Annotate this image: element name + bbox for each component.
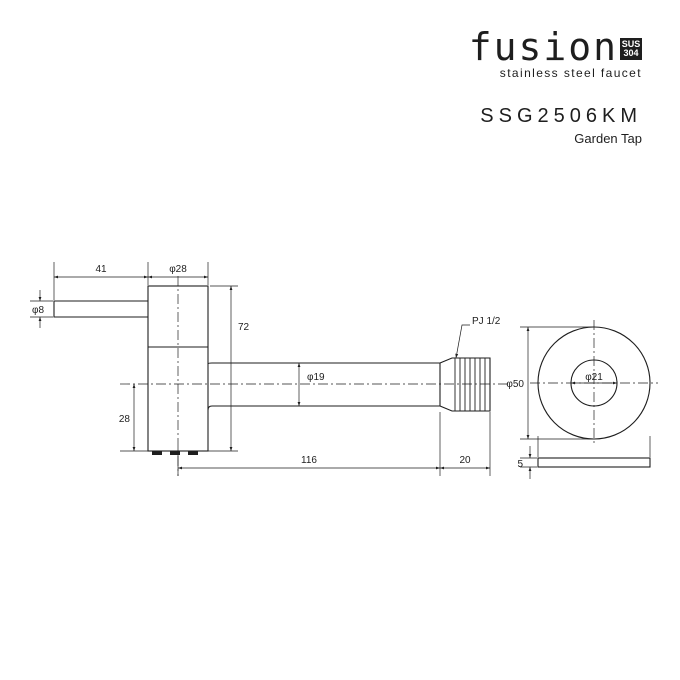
flange-side-plate xyxy=(537,457,651,468)
threaded-connector xyxy=(439,357,491,412)
dim-spout-length: 116 xyxy=(301,455,317,466)
dim-plate-inner-diameter: φ21 xyxy=(585,372,603,383)
dim-plate-thickness: 5 xyxy=(517,459,523,470)
dim-spout-diameter: φ19 xyxy=(307,372,325,383)
extension-lines xyxy=(30,262,651,476)
sus304-badge: SUS 304 xyxy=(620,38,642,60)
badge-bottom-text: 304 xyxy=(623,48,639,58)
dim-plate-outer-diameter: φ50 xyxy=(506,379,524,390)
dim-base-height: 28 xyxy=(119,414,131,425)
brand-tagline: stainless steel faucet xyxy=(499,66,642,80)
dim-handle-diameter: φ8 xyxy=(32,305,44,316)
dim-thread-spec: PJ 1/2 xyxy=(472,316,501,327)
product-name: Garden Tap xyxy=(574,131,642,146)
dim-handle-length: 41 xyxy=(95,264,107,275)
brand-name: fusion xyxy=(468,25,618,69)
thread-lines xyxy=(454,358,486,411)
center-lines xyxy=(120,276,658,476)
dim-body-diameter: φ28 xyxy=(169,264,187,275)
badge-top-text: SUS xyxy=(621,39,641,49)
dim-total-height: 72 xyxy=(238,322,250,333)
mounting-feet xyxy=(152,451,198,455)
handle-lever xyxy=(53,300,148,318)
dim-thread-length: 20 xyxy=(459,455,471,466)
brand-logo: fusion SUS 304 stainless steel faucet xyxy=(468,25,642,80)
dimension-lines xyxy=(38,275,617,479)
model-number: SSG2506KM xyxy=(480,105,642,127)
spout xyxy=(207,362,441,411)
